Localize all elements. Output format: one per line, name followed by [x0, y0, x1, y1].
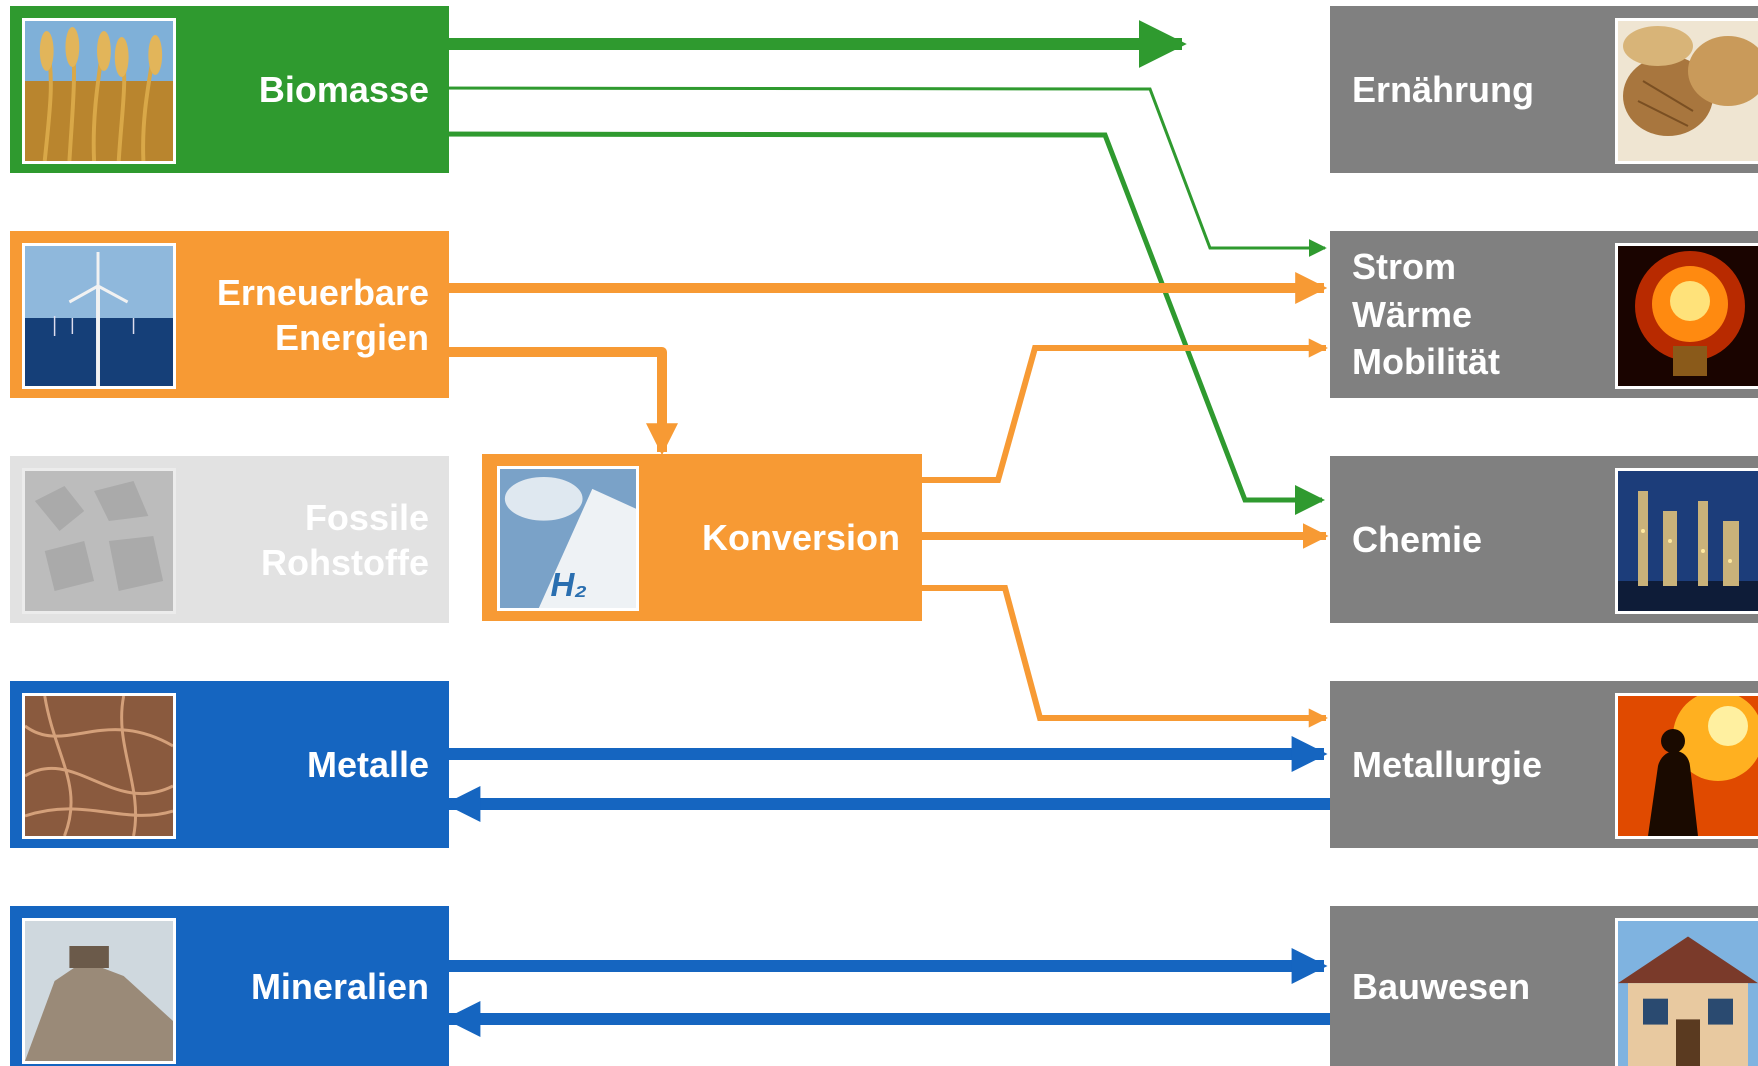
- sector-ernaehrung-label: Ernährung: [1352, 69, 1535, 110]
- source-fossile-rohstoffe: Fossile Rohstoffe: [10, 456, 449, 623]
- svg-text:H₂: H₂: [551, 567, 587, 604]
- source-metalle-label: Metalle: [306, 744, 429, 785]
- sector-strom-waerme-mobilitaet: Strom Wärme Mobilität: [1330, 231, 1758, 398]
- source-metalle: Metalle: [10, 681, 449, 848]
- bread-icon: [1615, 18, 1758, 164]
- coal-icon: [22, 468, 176, 614]
- sector-bauwesen-label: Bauwesen: [1352, 965, 1531, 1007]
- conversion-box: H₂ Konversion: [482, 454, 922, 621]
- sector-ernaehrung: Ernährung: [1330, 6, 1758, 173]
- conversion-label: Konversion: [701, 517, 900, 558]
- source-biomasse-label: Biomasse: [258, 69, 429, 110]
- sector-chemie-label: Chemie: [1352, 519, 1483, 560]
- wheat-icon: [22, 18, 176, 164]
- hydrogen-tank-icon: H₂: [497, 466, 639, 611]
- house-icon: [1615, 918, 1758, 1066]
- furnace-icon: [1615, 693, 1758, 839]
- gravel-icon: [22, 918, 176, 1064]
- light-bulb-icon: [1615, 243, 1758, 389]
- wind-turbine-icon: [22, 243, 176, 389]
- sector-bauwesen: Bauwesen: [1330, 906, 1758, 1066]
- sector-metallurgie: Metallurgie: [1330, 681, 1758, 848]
- flow-biomasse-energie: [399, 86, 1327, 257]
- sector-energie-label: Strom Wärme Mobilität: [1352, 246, 1500, 383]
- source-erneuerbare-label: Erneuerbare Energien: [216, 271, 429, 358]
- source-mineralien-label: Mineralien: [250, 965, 429, 1007]
- scrap-metal-icon: [22, 693, 176, 839]
- source-mineralien: Mineralien: [10, 906, 449, 1066]
- sector-chemie: Chemie: [1330, 456, 1758, 623]
- refinery-icon: [1615, 468, 1758, 614]
- flow-konversion-energie: [920, 338, 1328, 483]
- flow-biomasse-chemie: [399, 131, 1325, 515]
- sector-metallurgie-label: Metallurgie: [1352, 744, 1543, 785]
- source-fossile-label: Fossile Rohstoffe: [261, 496, 429, 583]
- flow-konversion-metallurgie: [920, 585, 1328, 728]
- source-erneuerbare-energien: Erneuerbare Energien: [10, 231, 449, 398]
- source-biomasse: Biomasse: [10, 6, 449, 173]
- flow-erneuerbare-konversion: [400, 347, 679, 456]
